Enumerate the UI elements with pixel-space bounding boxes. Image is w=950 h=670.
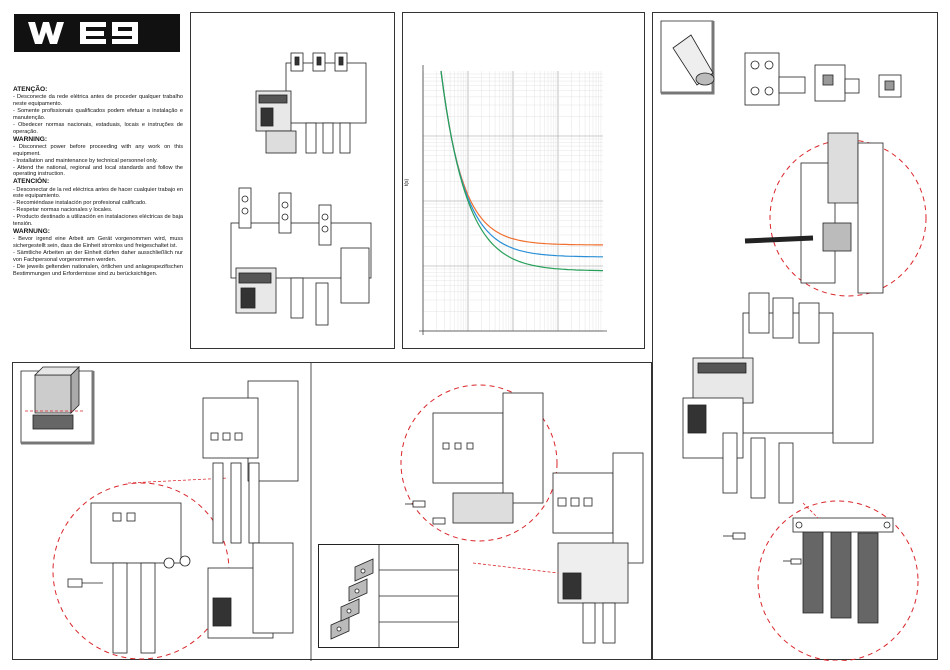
trip-curve-1 xyxy=(440,70,603,246)
safety-line: - Producto destinado a utilización en in… xyxy=(13,214,183,228)
safety-line: - Somente profissionais qualificados pod… xyxy=(13,108,183,121)
screw-icon xyxy=(723,532,802,565)
safety-line: - Respetar normas nacionales y locales. xyxy=(13,207,113,214)
parts-table-drawing xyxy=(330,545,458,647)
contactor-relay-illustration xyxy=(230,52,372,326)
weg-logo xyxy=(14,14,180,52)
safety-line: - Desconecte da rede elétrica antes de p… xyxy=(13,94,183,108)
chart-y-axis-label: t(s) xyxy=(404,178,410,186)
tripping-curve-panel xyxy=(402,12,645,349)
mounting-block-icon xyxy=(32,366,80,430)
safety-line: - Sämtliche Arbeiten an der Einheit dürf… xyxy=(13,250,183,263)
parts-table xyxy=(318,544,459,648)
safety-heading: WARNUNG: xyxy=(13,228,50,236)
safety-line: - Attend the national, regional and loca… xyxy=(13,164,183,178)
cable-icon xyxy=(672,34,715,86)
terminal-connection-panel xyxy=(652,12,938,662)
safety-line: - Disconnect power before proceeding wit… xyxy=(13,143,183,157)
bottom-installation-panel xyxy=(12,362,652,661)
trip-curve-3 xyxy=(440,70,603,272)
weg-logo-mark xyxy=(14,14,180,52)
safety-line: - Obedecer normas nacionais, estaduais, … xyxy=(13,121,183,135)
safety-line: - Bevor irgend eine Arbeit am Gerät vorg… xyxy=(13,236,183,250)
safety-line: - Recomiéndase instalación por profesion… xyxy=(13,200,147,207)
safety-line: - Desconectar de la red eléctrica antes … xyxy=(13,186,183,200)
trip-curve-2 xyxy=(440,70,603,258)
safety-heading: ATENÇÃO: xyxy=(13,86,48,93)
mounting-illustration-panel xyxy=(190,12,395,349)
safety-line: - Installation and maintenance by techni… xyxy=(13,157,158,164)
bottom-installation-illustration xyxy=(20,363,644,661)
bracket-parts-icon xyxy=(330,558,374,640)
safety-heading: WARNING: xyxy=(13,135,48,143)
tripping-curve-chart xyxy=(419,65,607,335)
terminal-connection-illustration xyxy=(660,20,927,662)
safety-instructions: ATENÇÃO:- Desconecte da rede elétrica an… xyxy=(13,86,183,278)
safety-heading: ATENCIÓN: xyxy=(13,178,50,186)
safety-line: - Die jeweils geltenden nationalen, örtl… xyxy=(13,263,183,277)
terminal-lugs xyxy=(744,52,902,106)
